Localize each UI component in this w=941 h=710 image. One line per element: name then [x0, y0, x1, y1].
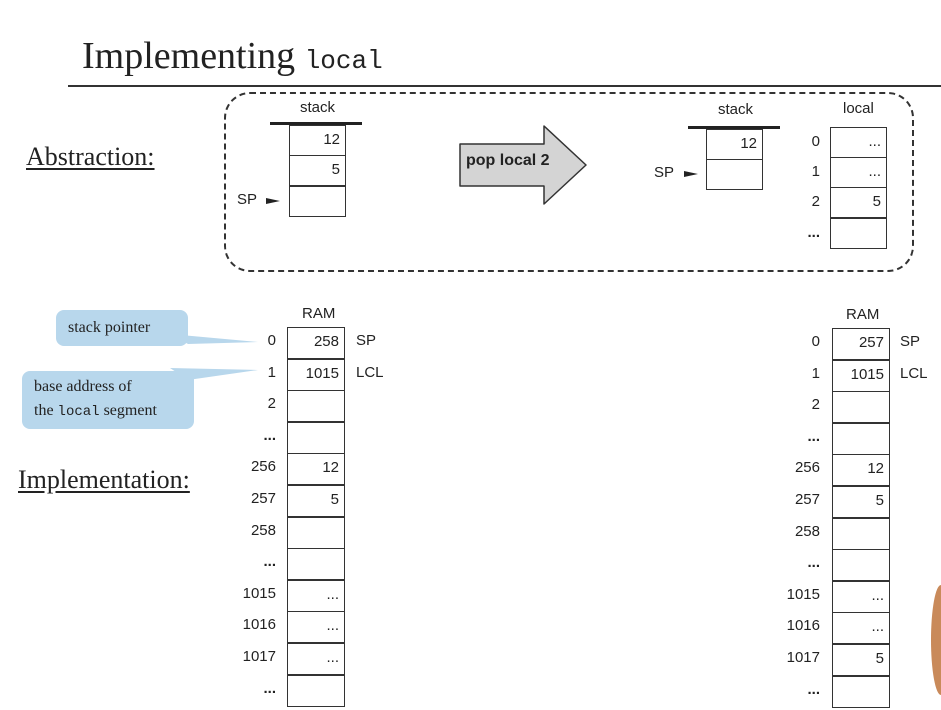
local-cell-3: [830, 218, 887, 249]
ram-before-addr-7: ...: [263, 553, 276, 571]
ram-before-tag-0: SP: [356, 332, 377, 349]
after-stack-top-bar: [688, 126, 780, 129]
local-cell-1: ...: [830, 157, 887, 188]
ram-after-cell-6: [832, 517, 890, 550]
ram-before-cell-1: 1015: [287, 358, 345, 391]
ram-after-cell-10: 5: [832, 644, 890, 676]
local-cell-2: 5: [830, 187, 887, 218]
before-stack-top-bar: [270, 122, 362, 125]
ram-before-cell-4: 12: [287, 453, 345, 486]
presenter-image: [931, 585, 941, 695]
ram-before-addr-10: 1017: [242, 648, 276, 665]
ram-after-tag-1: LCL: [900, 364, 928, 382]
ram-after-cell-11: [832, 675, 890, 708]
base-address-callout-line1: base address of: [34, 378, 132, 395]
ram-before-cell-3: [287, 421, 345, 454]
abstraction-frame: [224, 92, 914, 272]
ram-before-addr-8: 1015: [242, 584, 276, 602]
ram-after-addr-10: 1017: [786, 649, 820, 666]
ram-after-cell-0: 257: [832, 328, 890, 360]
ram-after-addr-7: ...: [807, 554, 820, 572]
ram-after-addr-11: ...: [807, 680, 820, 698]
ram-after-tag-0: SP: [900, 333, 921, 350]
ram-after-addr-9: 1016: [786, 617, 820, 635]
operation-label: pop local 2: [466, 152, 550, 169]
base-address-code: local: [57, 404, 100, 420]
title-text: Implementing: [82, 35, 296, 77]
local-segment-header: local: [843, 100, 874, 117]
implementation-label: Implementation:: [18, 465, 190, 494]
ram-before-addr-2: 2: [267, 395, 276, 413]
ram-before-addr-9: 1016: [242, 616, 276, 634]
ram-before-cell-10: ...: [287, 643, 345, 675]
ram-after-cell-3: [832, 422, 890, 455]
ram-before-addr-1: 1: [267, 363, 276, 381]
title-code: local: [304, 46, 383, 76]
ram-before-cell-9: ...: [287, 611, 345, 644]
ram-before-tag-1: LCL: [356, 363, 384, 381]
ram-before-addr-6: 258: [250, 521, 276, 539]
ram-before-cell-11: [287, 674, 345, 707]
ram-after-addr-0: 0: [811, 333, 820, 350]
base-address-prefix: the: [34, 402, 54, 419]
ram-before-addr-3: ...: [263, 426, 276, 444]
ram-before-addr-5: 257: [250, 490, 276, 507]
after-stack-header: stack: [718, 101, 754, 118]
base-address-callout-line2: the local segment: [34, 399, 182, 424]
ram-before-addr-0: 0: [267, 332, 276, 349]
ram-after-cell-4: 12: [832, 454, 890, 487]
ram-before-cell-7: [287, 548, 345, 581]
ram-after-header: RAM: [846, 306, 880, 323]
after-stack-cell-0: 12: [706, 129, 763, 160]
before-stack-cell-2: [289, 186, 346, 217]
ram-before-cell-2: [287, 390, 345, 423]
after-sp-arrow-icon: [684, 171, 698, 177]
local-index-ellipsis: ...: [807, 224, 820, 241]
base-address-suffix: segment: [103, 402, 157, 419]
ram-after-cell-2: [832, 391, 890, 424]
local-index-2: 2: [811, 193, 820, 210]
ram-after-cell-8: ...: [832, 580, 890, 613]
ram-before-cell-6: [287, 516, 345, 549]
before-stack-cell-0: 12: [289, 125, 346, 156]
stack-pointer-callout: stack pointer: [56, 310, 188, 346]
page-title: Implementing local: [82, 34, 383, 78]
ram-after-addr-3: ...: [807, 427, 820, 445]
ram-after-cell-9: ...: [832, 612, 890, 645]
ram-before-header: RAM: [302, 305, 336, 322]
before-sp-arrow-icon: [266, 198, 280, 204]
ram-after-addr-5: 257: [794, 491, 820, 508]
stack-pointer-callout-text: stack pointer: [68, 319, 151, 336]
after-stack-cell-1: [706, 159, 763, 190]
operation-arrow-icon: [459, 125, 587, 205]
ram-before-cell-5: 5: [287, 485, 345, 517]
ram-after-addr-6: 258: [794, 522, 820, 540]
ram-after-addr-1: 1: [811, 364, 820, 382]
before-sp-label: SP: [237, 191, 258, 208]
ram-after-cell-1: 1015: [832, 359, 890, 392]
abstraction-label: Abstraction:: [26, 142, 155, 171]
ram-before-cell-0: 258: [287, 327, 345, 359]
ram-after-cell-7: [832, 549, 890, 582]
ram-before-cell-8: ...: [287, 579, 345, 612]
title-underline: [68, 85, 941, 87]
ram-after-addr-4: 256: [794, 459, 820, 477]
local-cell-0: ...: [830, 127, 887, 158]
after-sp-label: SP: [654, 164, 675, 181]
before-stack-cell-1: 5: [289, 155, 346, 186]
ram-after-cell-5: 5: [832, 486, 890, 518]
ram-before-addr-4: 256: [250, 458, 276, 476]
local-index-0: 0: [811, 133, 820, 150]
ram-after-addr-2: 2: [811, 396, 820, 414]
local-index-1: 1: [811, 163, 820, 180]
ram-before-addr-11: ...: [263, 679, 276, 697]
base-address-callout: base address of the local segment: [22, 371, 194, 429]
ram-after-addr-8: 1015: [786, 585, 820, 603]
before-stack-header: stack: [300, 99, 336, 116]
